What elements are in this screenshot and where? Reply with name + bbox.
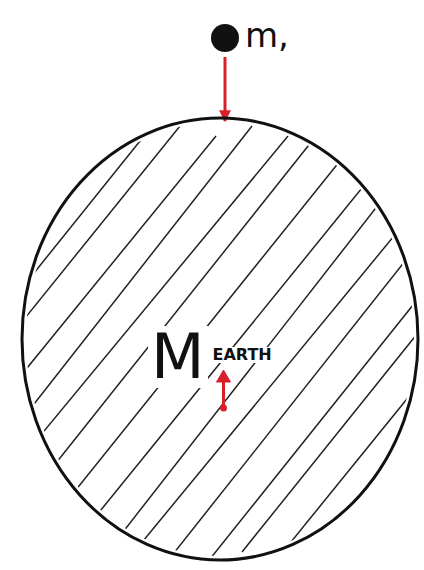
hatch-line	[206, 146, 424, 564]
center-dot	[220, 405, 227, 412]
hatch-line	[422, 146, 424, 564]
force-arrow-shaft	[222, 380, 225, 408]
mass-label: m,	[242, 18, 292, 52]
hatch-line	[0, 126, 252, 552]
hatch-line	[0, 136, 216, 546]
force-arrow	[217, 370, 231, 412]
hatching	[0, 126, 424, 564]
hatch-line	[170, 136, 424, 558]
hatch-line	[0, 126, 36, 552]
mass-subscript: EARTH	[210, 347, 275, 363]
earth-body: MEARTH	[20, 116, 420, 562]
text-holder: M	[148, 326, 208, 388]
point-mass: m,	[208, 14, 318, 66]
hatch-line	[62, 146, 396, 558]
earth-outline	[22, 118, 418, 560]
mass-dot	[211, 24, 239, 52]
text-holder: EARTH	[210, 346, 275, 364]
force-arrow	[224, 57, 227, 121]
hatch-line	[314, 136, 424, 564]
earth-outline	[20, 116, 420, 562]
hatch-line	[0, 136, 72, 540]
force-arrow-head	[217, 370, 231, 382]
hatch-line	[278, 146, 424, 558]
hatch-line	[350, 146, 424, 552]
hatch-line	[0, 136, 288, 540]
mass-label: M	[148, 326, 208, 388]
text-holder: m,	[242, 18, 292, 52]
